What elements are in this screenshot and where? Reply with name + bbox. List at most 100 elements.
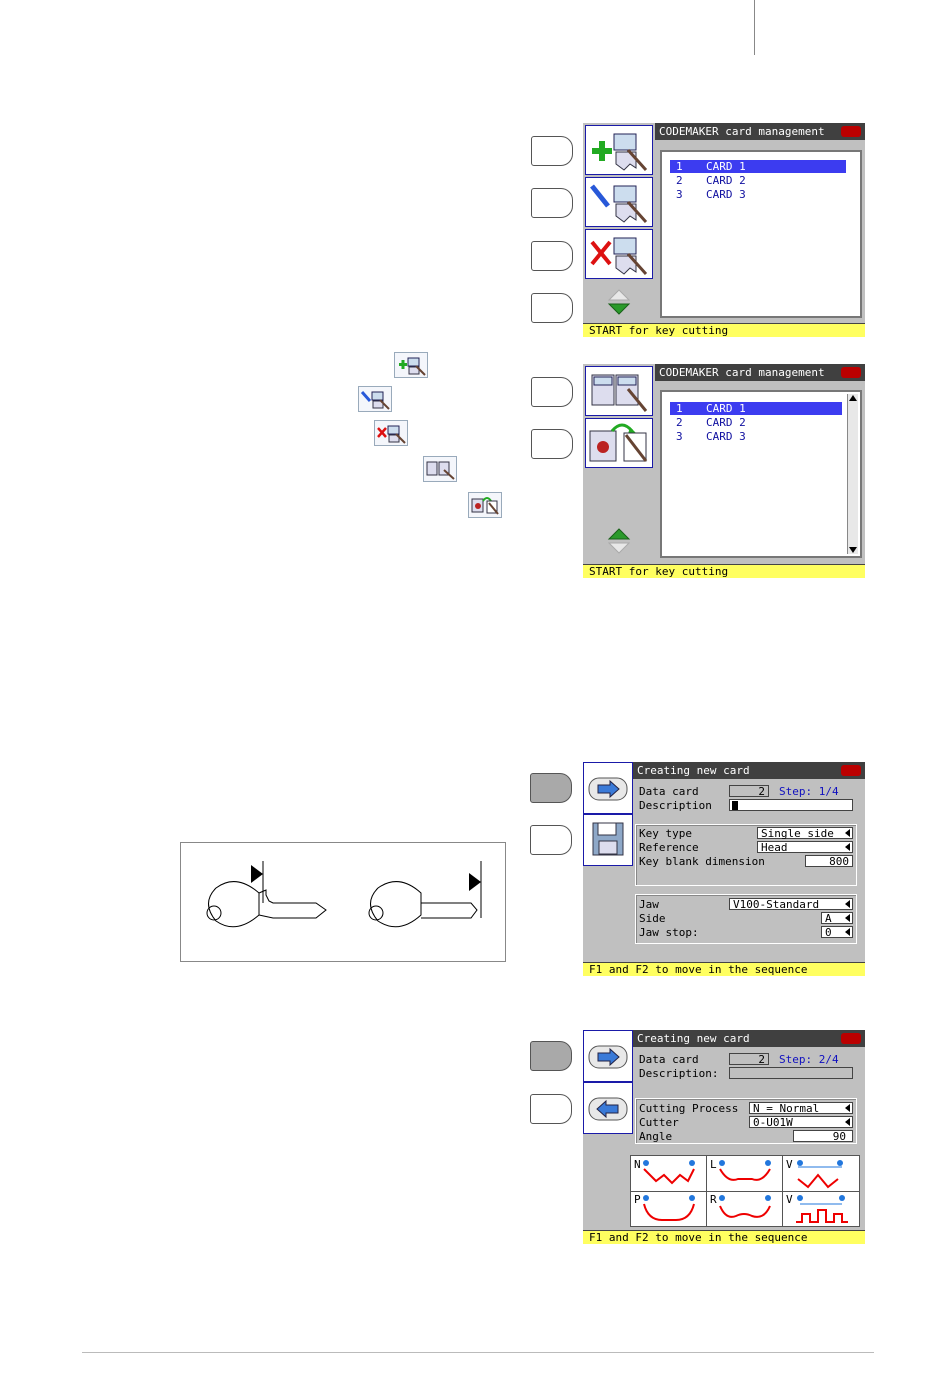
screen2-title: CODEMAKER card management: [655, 364, 865, 381]
mode-cell[interactable]: R: [708, 1192, 782, 1226]
delete-card-button[interactable]: [585, 229, 653, 279]
dropdown-arrow-icon: [845, 829, 850, 837]
scrollbar[interactable]: [847, 394, 858, 554]
brand-logo: [841, 1033, 861, 1044]
add-card-button[interactable]: [585, 125, 653, 175]
f2-key[interactable]: [530, 1094, 572, 1124]
screen3-softkey-panel: [583, 762, 633, 962]
dropdown-arrow-icon: [845, 928, 850, 936]
mode-normal-icon: [643, 1160, 695, 1185]
f2-key[interactable]: [531, 429, 573, 459]
f2-key[interactable]: [530, 825, 572, 855]
blank-dimension-label: Key blank dimension: [639, 855, 765, 868]
copy-card-icon: [591, 374, 648, 412]
jaw-stop-select[interactable]: 0: [821, 926, 853, 939]
description-field: [729, 1067, 853, 1079]
reference-label: Reference: [639, 841, 699, 854]
save-card-button[interactable]: [583, 814, 633, 866]
transfer-card-button[interactable]: [585, 418, 653, 468]
mode-cell[interactable]: N: [632, 1157, 706, 1191]
f1-key[interactable]: [531, 136, 573, 166]
edit-card-icon: [590, 184, 648, 224]
mode-cell[interactable]: V: [784, 1157, 858, 1191]
previous-step-button[interactable]: [583, 1082, 633, 1134]
f1-key[interactable]: [530, 773, 572, 803]
copy-card-button[interactable]: [585, 366, 653, 416]
next-step-button[interactable]: [583, 1030, 633, 1082]
f1-key[interactable]: [531, 377, 573, 407]
data-card-label: Data card: [639, 785, 699, 798]
transfer-card-icon: [589, 423, 648, 462]
screen4-title: Creating new card: [633, 1030, 865, 1047]
scroll-arrows-icon[interactable]: [605, 288, 633, 316]
data-card-field: 2: [729, 1053, 769, 1066]
description-label: Description:: [639, 1067, 719, 1080]
edit-card-button[interactable]: [585, 177, 653, 227]
f2-key[interactable]: [531, 188, 573, 218]
mode-p-icon: [643, 1195, 695, 1221]
dropdown-arrow-icon: [845, 914, 850, 922]
mode-v-icon: [797, 1160, 843, 1189]
blank-dimension-input[interactable]: 800: [805, 855, 853, 868]
cutting-process-label: Cutting Process: [639, 1102, 739, 1115]
edit-card-small-icon: [358, 386, 392, 412]
mode-r-icon: [719, 1195, 771, 1218]
brand-logo: [841, 126, 861, 137]
key-reference-diagram: [180, 842, 506, 962]
screen3-creating-card: Creating new card Data card 2 Step: 1/4 …: [633, 762, 865, 962]
brand-logo: [841, 367, 861, 378]
mode-linear-icon: [719, 1160, 771, 1181]
screen1-softkey-panel: [583, 123, 655, 323]
cutting-process-select[interactable]: N = Normal: [749, 1102, 853, 1115]
arrow-left-icon: [588, 1097, 628, 1121]
cutting-settings-group: [635, 1098, 857, 1144]
brand-logo: [841, 765, 861, 776]
key-type-select[interactable]: Single side: [757, 827, 853, 840]
mode-cell[interactable]: P: [632, 1192, 706, 1226]
dropdown-arrow-icon: [845, 1104, 850, 1112]
angle-input[interactable]: 90: [793, 1130, 853, 1143]
cutter-select[interactable]: 0-U01W: [749, 1116, 853, 1129]
key-type-label: Key type: [639, 827, 692, 840]
mode-cell[interactable]: L: [708, 1157, 782, 1191]
f1-key[interactable]: [530, 1041, 572, 1071]
side-label: Side: [639, 912, 666, 925]
jaw-settings-group: [635, 894, 857, 944]
mode-step-icon: [796, 1195, 848, 1223]
jaw-select[interactable]: V100-Standard: [729, 898, 853, 911]
delete-card-small-icon: [374, 420, 408, 446]
data-card-label: Data card: [639, 1053, 699, 1066]
key-reference-illustration: [206, 861, 482, 928]
key-settings-group: [635, 824, 857, 886]
side-select[interactable]: A: [821, 912, 853, 925]
mode-cell[interactable]: V: [784, 1192, 858, 1226]
margin-rule: [754, 0, 755, 55]
add-card-icon: [592, 133, 648, 172]
screen1-status-bar: START for key cutting: [583, 323, 865, 337]
floppy-disk-icon: [592, 822, 624, 856]
copy-card-small-icon: [423, 456, 457, 482]
scroll-arrows-icon[interactable]: [605, 527, 633, 555]
dropdown-arrow-icon: [845, 843, 850, 851]
step-indicator: Step: 1/4: [779, 785, 839, 798]
screen1-title: CODEMAKER card management: [655, 123, 865, 140]
next-step-button[interactable]: [583, 762, 633, 814]
f4-key[interactable]: [531, 293, 573, 323]
f3-key[interactable]: [531, 241, 573, 271]
reference-select[interactable]: Head: [757, 841, 853, 854]
transfer-card-small-icon: [468, 492, 502, 518]
scroll-up-icon[interactable]: [849, 395, 857, 401]
description-input[interactable]: [729, 799, 853, 811]
scroll-down-icon[interactable]: [849, 547, 857, 553]
data-card-field: 2: [729, 785, 769, 798]
dropdown-arrow-icon: [845, 900, 850, 908]
